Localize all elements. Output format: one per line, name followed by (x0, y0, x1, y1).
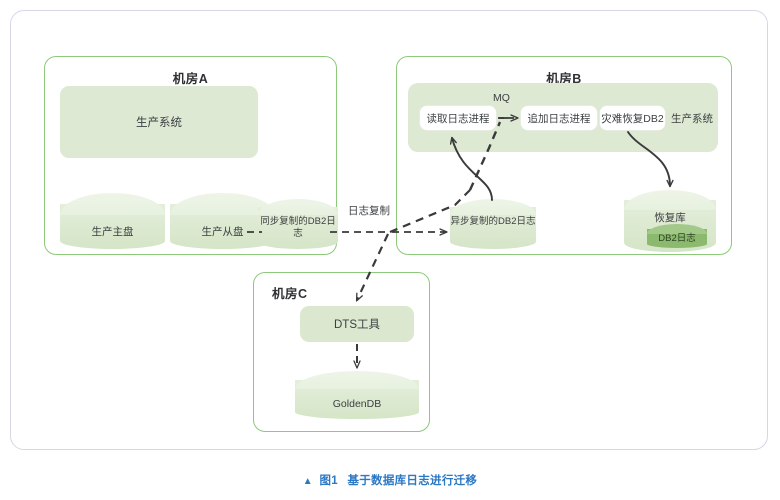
dts-tool-label: DTS工具 (334, 319, 380, 331)
dts-tool-box: DTS工具 (300, 306, 414, 342)
async-db2-log-label: 异步复制的DB2日志 (450, 216, 536, 227)
sync-db2-log-label: 同步复制的DB2日志 (260, 216, 336, 239)
recovery-db2-log-label: DB2日志 (658, 233, 696, 244)
cylinder-secondary-disk: 生产从盘 (170, 193, 275, 249)
goldendb-label: GoldenDB (332, 398, 382, 410)
room-a-production-system-panel: 生产系统 (60, 86, 258, 158)
cylinder-sync-db2-log: 同步复制的DB2日志 (258, 199, 338, 249)
primary-disk-label: 生产主盘 (91, 226, 134, 238)
room-c-title: 机房C (272, 287, 308, 301)
append-log-process-box[interactable]: 追加日志进程 (521, 106, 597, 130)
room-c-container: 机房C (253, 272, 430, 432)
read-log-process-label: 读取日志进程 (426, 112, 490, 125)
mq-label: MQ (493, 92, 510, 104)
cylinder-recovery-db2-log: DB2日志 (647, 224, 707, 248)
log-replication-label: 日志复制 (348, 205, 390, 217)
caption-number: 图1 (319, 475, 338, 487)
secondary-disk-label: 生产从盘 (201, 226, 244, 238)
room-b-container: 机房B (396, 56, 732, 255)
recovery-db-label: 恢复库 (654, 212, 686, 224)
read-log-process-box[interactable]: 读取日志进程 (420, 106, 496, 130)
room-a-production-system-label: 生产系统 (136, 117, 182, 129)
disaster-recovery-db2-box[interactable]: 灾难恢复DB2 (600, 106, 665, 130)
caption-title: 基于数据库日志进行迁移 (347, 475, 478, 487)
room-a-container: 机房A (44, 56, 337, 255)
room-a-title: 机房A (172, 72, 209, 86)
cylinder-goldendb: GoldenDB (295, 371, 419, 419)
disaster-recovery-db2-label: 灾难恢复DB2 (601, 112, 664, 125)
figure-caption: ▲ 图1 基于数据库日志进行迁移 (0, 472, 780, 488)
cylinder-primary-disk: 生产主盘 (60, 193, 165, 249)
append-log-process-label: 追加日志进程 (527, 112, 591, 125)
caption-triangle-icon: ▲ (302, 476, 313, 487)
room-b-title: 机房B (546, 72, 582, 86)
room-b-production-system-label: 生产系统 (671, 113, 713, 125)
cylinder-async-db2-log: 异步复制的DB2日志 (450, 199, 536, 249)
